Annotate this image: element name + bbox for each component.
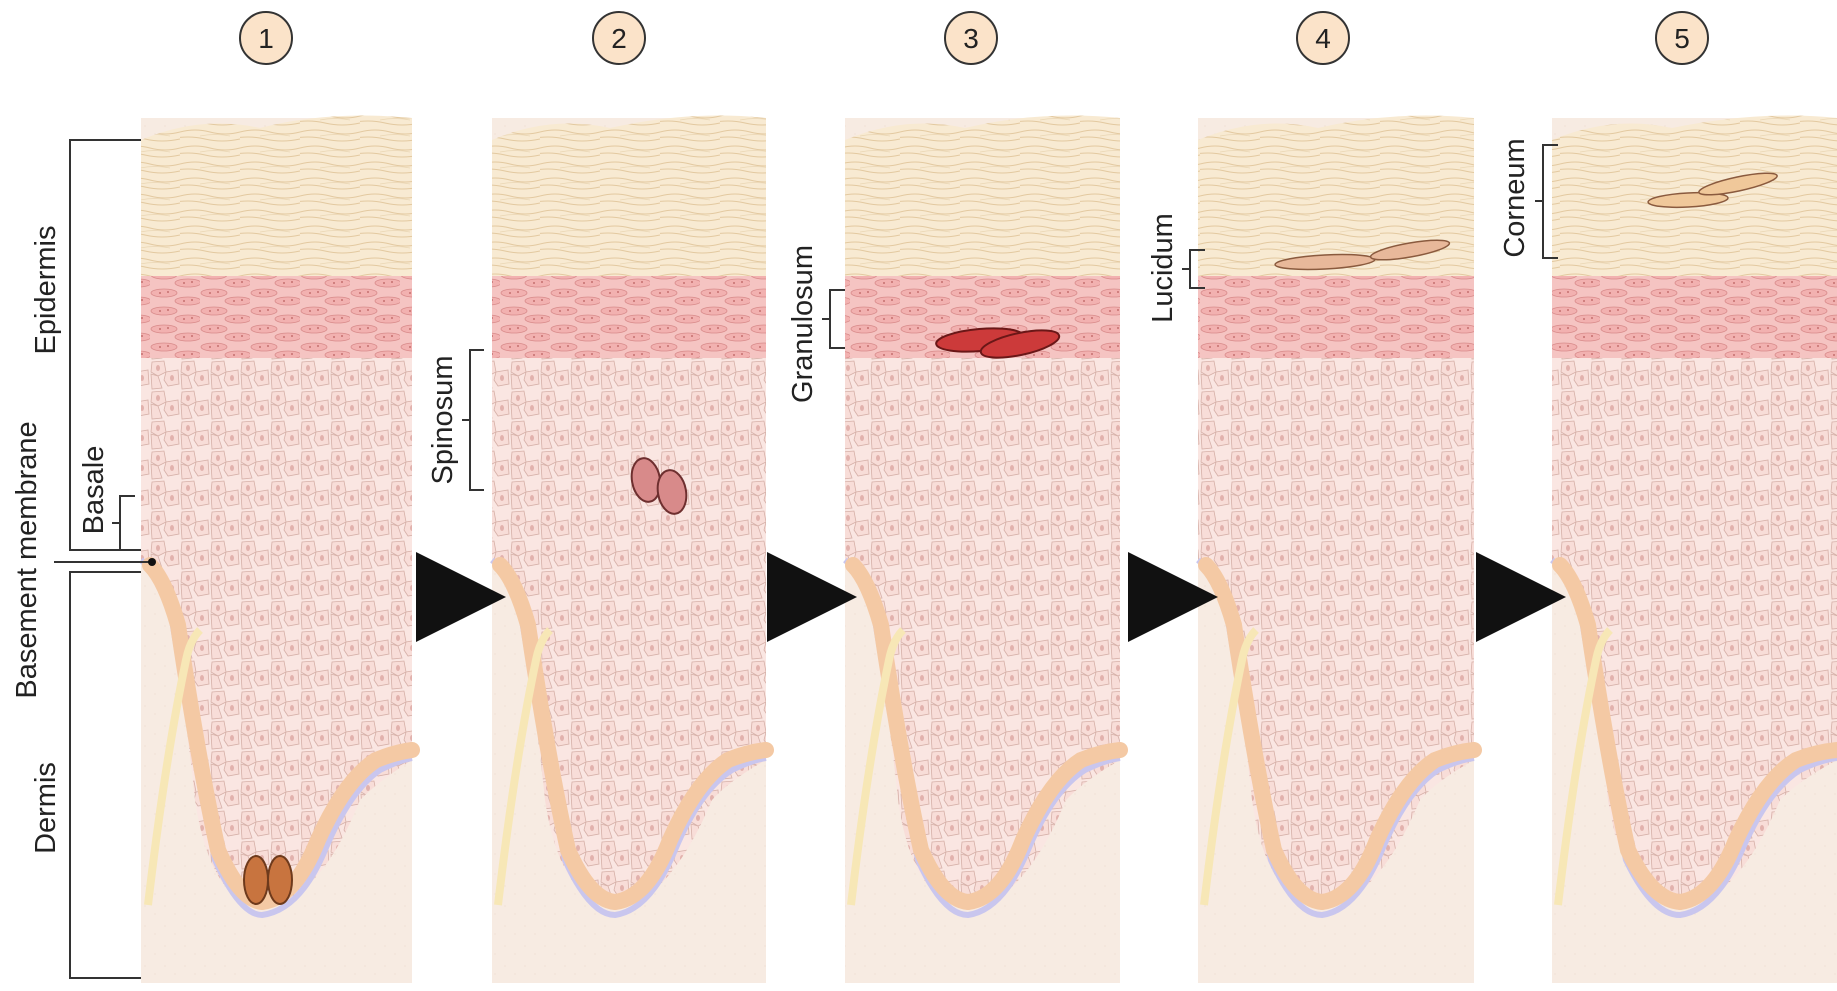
spinosum-label: Spinosum — [427, 356, 459, 485]
basale-label: Basale — [78, 446, 110, 535]
skin-panel-1 — [141, 116, 412, 983]
basale-bracket — [112, 496, 135, 550]
skin-panel-3 — [845, 116, 1120, 983]
step-3-number: 3 — [963, 23, 979, 54]
granulosum-label: Granulosum — [787, 245, 819, 403]
spinosum-bracket — [462, 350, 484, 490]
stratum-corneum — [141, 116, 412, 280]
basement-membrane-dot — [148, 558, 156, 566]
corneum-label: Corneum — [1499, 138, 1531, 257]
granulosum-bracket — [822, 290, 845, 348]
stratum-granulosum — [492, 276, 766, 360]
epidermis-label: Epidermis — [30, 226, 62, 355]
step-5-number: 5 — [1674, 23, 1690, 54]
stratum-corneum — [492, 116, 766, 280]
stratum-granulosum — [1552, 276, 1837, 360]
step-2-number: 2 — [611, 23, 627, 54]
step-3-marker: 3 — [945, 12, 997, 64]
dermis-label: Dermis — [30, 762, 62, 854]
step-1-number: 1 — [258, 23, 274, 54]
step-1-marker: 1 — [240, 12, 292, 64]
step-2-marker: 2 — [593, 12, 645, 64]
skin-panel-5 — [1552, 116, 1837, 983]
basale-cell-b — [268, 856, 292, 904]
lucidum-label: Lucidum — [1147, 213, 1179, 323]
dermis-bracket — [70, 572, 141, 978]
stratum-corneum — [845, 116, 1120, 280]
stratum-granulosum — [141, 276, 412, 360]
basale-cell-a — [244, 856, 268, 904]
step-4-marker: 4 — [1297, 12, 1349, 64]
stratum-granulosum — [1198, 276, 1474, 360]
skin-panel-2 — [492, 116, 766, 983]
skin-panel-4 — [1198, 116, 1474, 983]
step-5-marker: 5 — [1656, 12, 1708, 64]
step-4-number: 4 — [1315, 23, 1331, 54]
basement-membrane-label: Basement membrane — [11, 421, 43, 698]
